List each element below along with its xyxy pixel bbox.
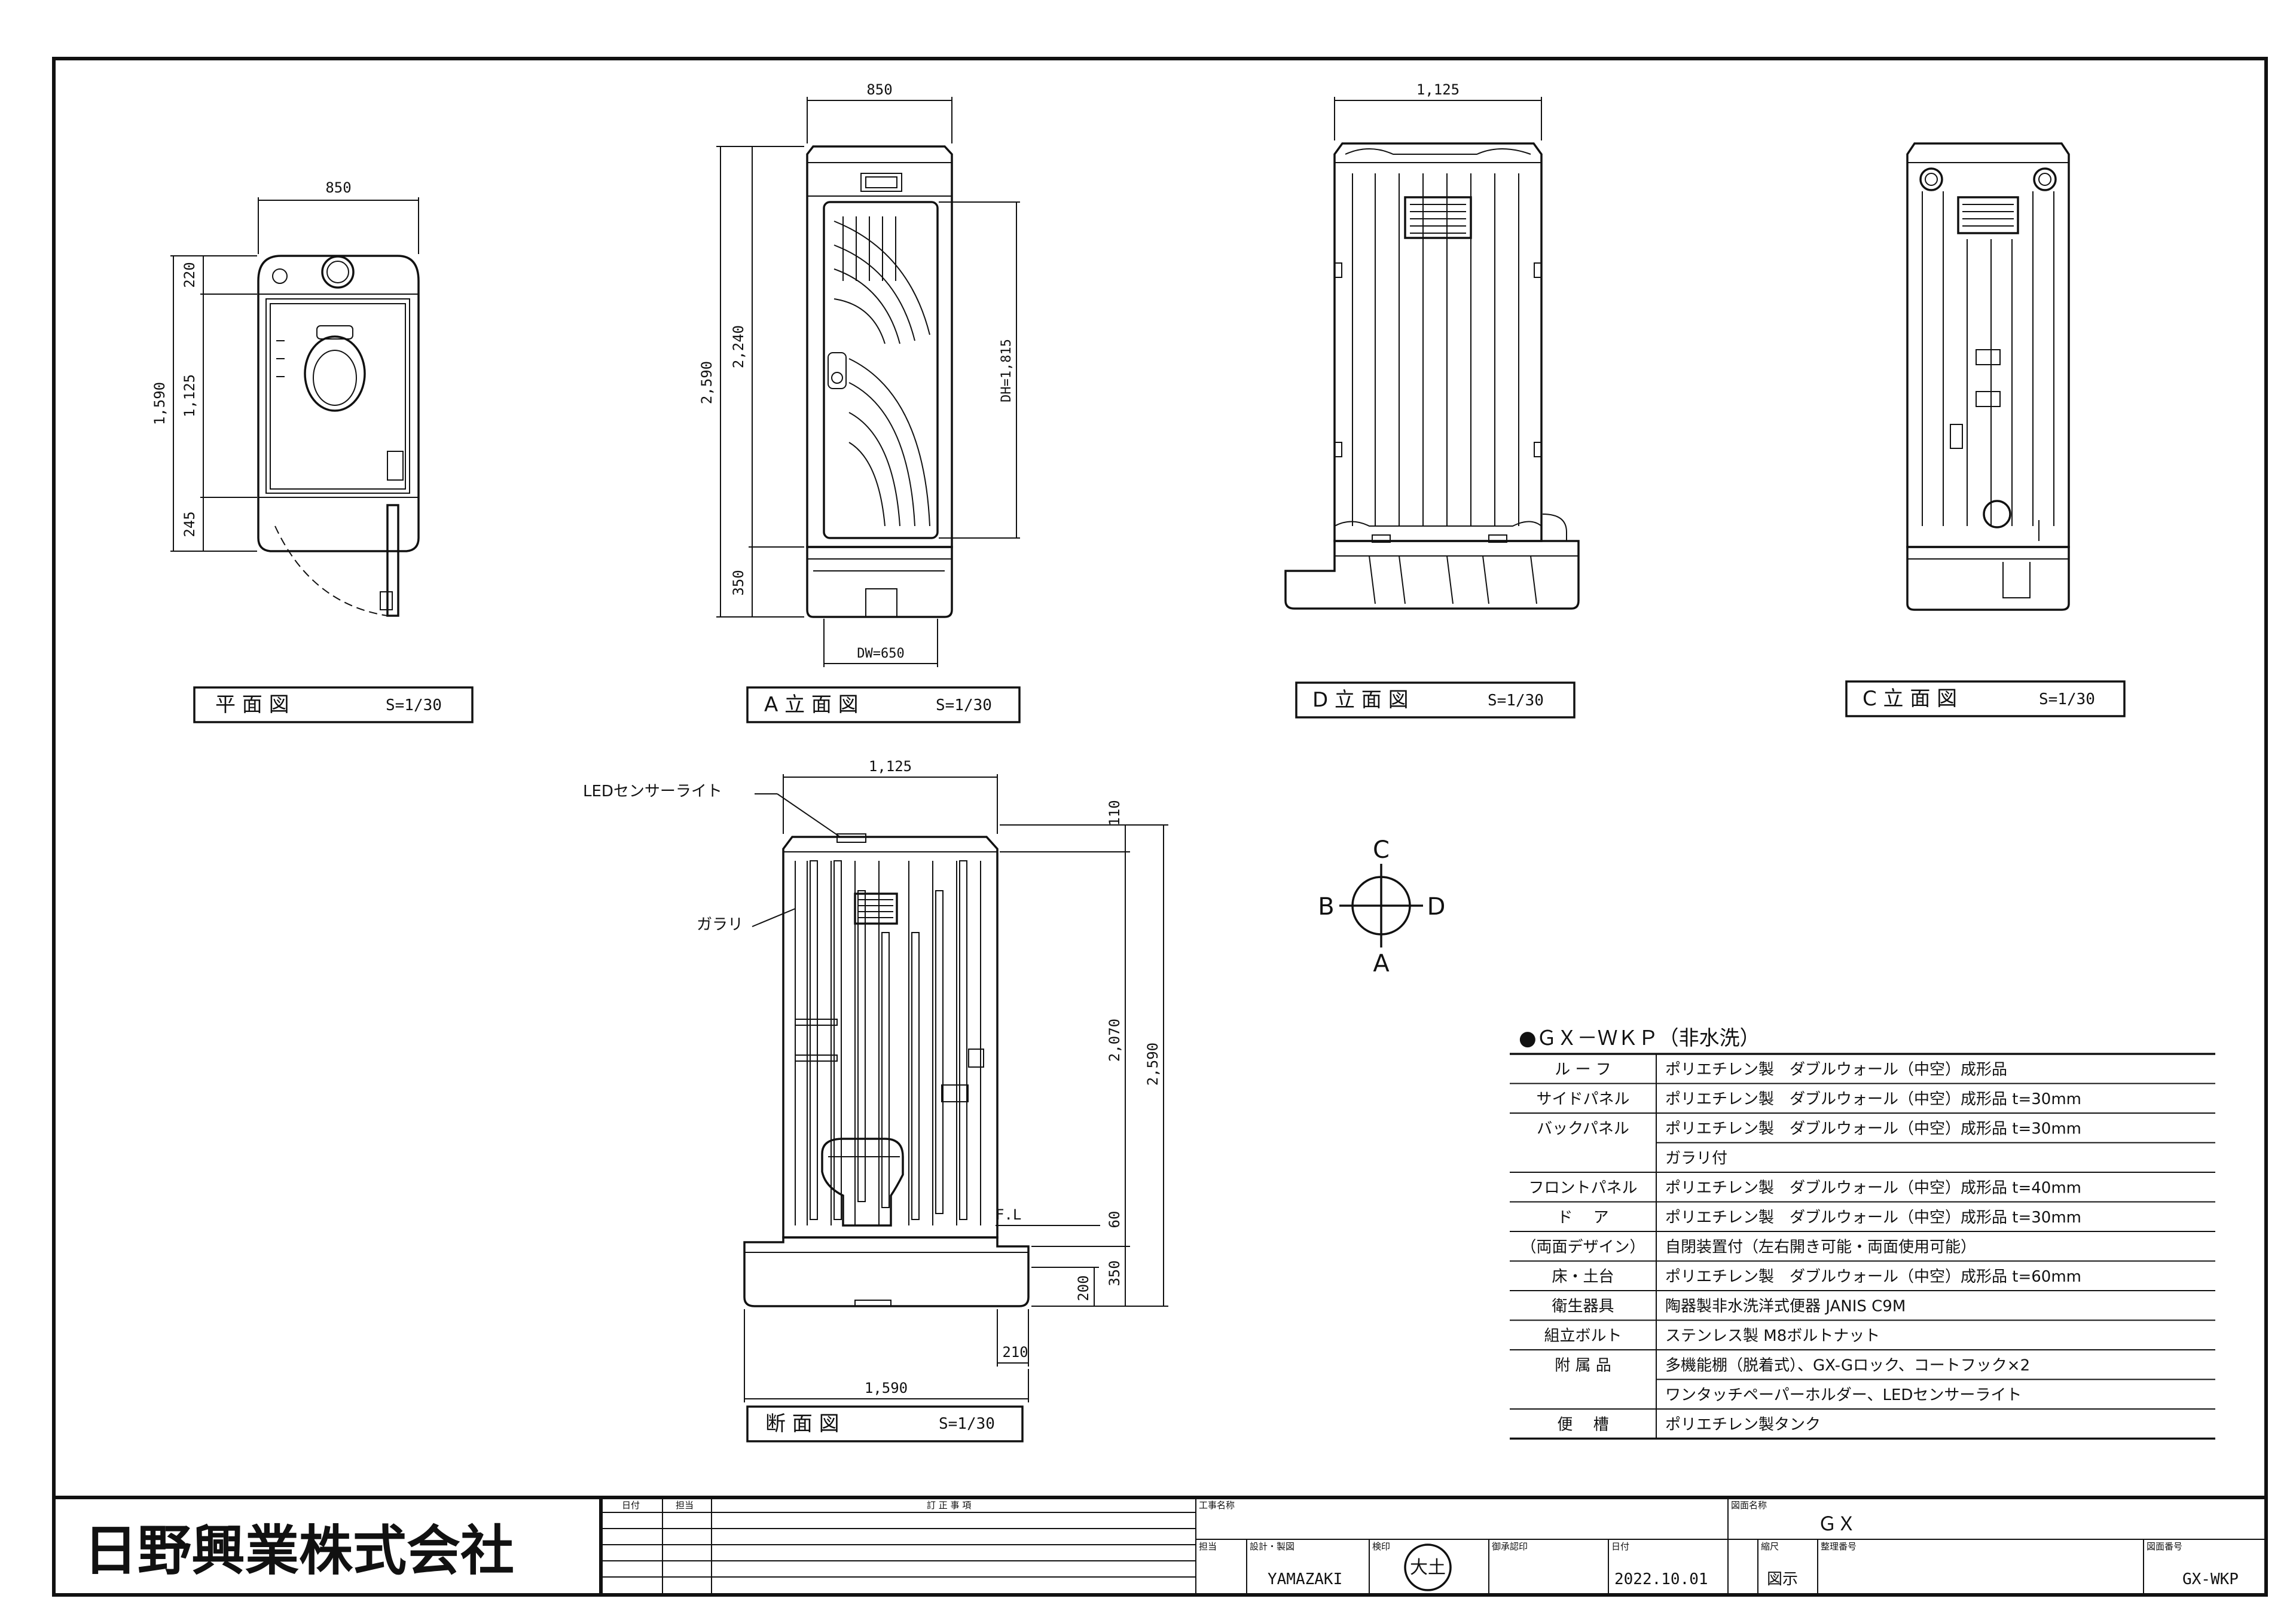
d-elevation: 1,125 D 立 面 図 S=1/30 (1284, 81, 1580, 719)
spec-row-value: 陶器製非水洗洋式便器 JANIS C9M (1665, 1298, 1906, 1316)
spec-row-label: 組立ボルト (1544, 1327, 1622, 1345)
d-width-dim: 1,125 (1416, 81, 1460, 98)
drawing-border (52, 57, 2268, 1597)
compass-a: A (1373, 950, 1390, 977)
plan-bottom-dim: 245 (181, 511, 198, 537)
section-step-dim: 210 (1002, 1344, 1028, 1361)
section-floor-dim: 60 (1106, 1211, 1123, 1228)
spec-row-value: ワンタッチペーパーホルダー、LEDセンサーライト (1665, 1386, 2022, 1404)
spec-table: ●ＧＸ－ＷＫＰ（非水洗） ル ー フポリエチレン製 ダブルウォール（中空）成形品… (1510, 1026, 2215, 1440)
plan-middle-dim: 1,125 (181, 374, 198, 417)
inspection-stamp (1404, 1543, 1452, 1591)
spec-row-label: 便 槽 (1557, 1416, 1608, 1434)
drawing-no-label: 図面番号 (2147, 1541, 2182, 1552)
plan-width-dim: 850 (325, 179, 351, 196)
a-total-dim: 2,590 (698, 361, 715, 404)
spec-row-value: ガラリ付 (1665, 1150, 1727, 1167)
compass-b: B (1318, 893, 1334, 921)
compass-c: C (1373, 836, 1390, 864)
spec-row-label: 衛生器具 (1552, 1298, 1614, 1316)
section-total-dim: 2,590 (1144, 1043, 1161, 1086)
approve-label: 御承認印 (1492, 1541, 1528, 1552)
spec-row-value: ポリエチレン製 ダブルウォール（中空）成形品 t=30mm (1665, 1120, 2081, 1138)
section-view: LEDセンサーライト ガラリ F.L 1,125 110 2,070 2,590… (583, 758, 1168, 1442)
drawing-number: GX-WKP (2182, 1570, 2239, 1588)
plan-view-label: 平 面 図 (215, 693, 289, 717)
section-view-scale: S=1/30 (939, 1415, 995, 1433)
section-length-dim: 1,590 (865, 1380, 908, 1396)
a-width-dim: 850 (866, 81, 892, 98)
designer-name: YAMAZAKI (1268, 1570, 1342, 1588)
project-label: 工事名称 (1199, 1500, 1235, 1511)
a-door-height-dim: DH=1,815 (999, 339, 1014, 402)
drawing-name-label: 図面名称 (1731, 1500, 1767, 1511)
spec-row-label: 床・土台 (1552, 1268, 1614, 1286)
section-base-inner-dim: 200 (1075, 1275, 1092, 1301)
plan-view: 850 1,590 220 1,125 245 平 面 図 S=1/30 (151, 179, 474, 723)
c-view-label: C 立 面 図 (1863, 687, 1957, 711)
spec-row-label: ド ア (1557, 1209, 1608, 1227)
direction-compass: C A B D (1318, 836, 1445, 977)
inspection-stamp-text: 大土 (1410, 1557, 1446, 1578)
spec-row-value: ポリエチレン製 ダブルウォール（中空）成形品 t=30mm (1665, 1209, 2081, 1227)
spec-row-value: ポリエチレン製 ダブルウォール（中空）成形品 t=60mm (1665, 1268, 2081, 1286)
spec-row-value: ポリエチレン製 ダブルウォール（中空）成形品 t=40mm (1665, 1179, 2081, 1197)
c-view-scale: S=1/30 (2039, 690, 2095, 708)
section-roof-dim: 110 (1106, 800, 1123, 826)
floor-level-label: F.L (996, 1206, 1021, 1223)
spec-row-value: ポリエチレン製 ダブルウォール（中空）成形品 (1665, 1061, 2007, 1079)
plan-top-dim: 220 (181, 262, 198, 288)
c-elevation: C 立 面 図 S=1/30 (1845, 142, 2126, 717)
spec-title: ●ＧＸ－ＷＫＰ（非水洗） (1519, 1026, 1760, 1050)
spec-row-label: 附 属 品 (1555, 1357, 1611, 1375)
section-base-dim: 350 (1106, 1260, 1123, 1286)
drawing-name: ＧＸ (1818, 1512, 1856, 1535)
drawing-scale: 図示 (1767, 1570, 1798, 1588)
in-charge-label: 担当 (1199, 1541, 1217, 1552)
a-base-dim: 350 (730, 570, 747, 595)
date-label: 日付 (1611, 1541, 1629, 1552)
company-name: 日野興業株式会社 (84, 1520, 514, 1582)
d-view-label: D 立 面 図 (1312, 688, 1409, 712)
title-block: 日野興業株式会社 日付 担当 訂 正 事 項 工事名称 図面名称 ＧＸ 担当 設… (54, 1496, 2266, 1595)
spec-row-value: 多機能棚（脱着式）、GX-Gロック、コートフック×2 (1665, 1357, 2030, 1375)
led-light-label: LEDセンサーライト (583, 783, 722, 800)
a-door-width-dim: DW=650 (857, 646, 904, 661)
spec-row-label: ル ー フ (1555, 1061, 1611, 1079)
spec-row-label: サイドパネル (1536, 1090, 1629, 1108)
design-label: 設計・製図 (1250, 1541, 1294, 1552)
a-body-dim: 2,240 (730, 325, 747, 368)
spec-row-label: フロントパネル (1528, 1179, 1637, 1197)
spec-row-value: ポリエチレン製タンク (1665, 1416, 1821, 1434)
section-body-dim: 2,070 (1106, 1019, 1123, 1062)
spec-row-value: ステンレス製 M8ボルトナット (1665, 1327, 1880, 1345)
spec-row-label: （両面デザイン） (1521, 1239, 1645, 1257)
spec-row-label: バックパネル (1537, 1120, 1629, 1138)
louver-label: ガラリ (697, 916, 743, 934)
a-elevation: 850 2,590 2,240 350 DH=1,815 DW=650 A 立 … (698, 81, 1021, 723)
a-view-label: A 立 面 図 (764, 693, 859, 717)
rev-date-header: 日付 (622, 1500, 640, 1511)
plan-view-scale: S=1/30 (386, 696, 442, 714)
spec-row-value: ポリエチレン製 ダブルウォール（中空）成形品 t=30mm (1665, 1090, 2081, 1108)
spec-row-value: 自閉装置付（左右開き可能・両面使用可能） (1665, 1239, 1976, 1257)
drawing-date: 2022.10.01 (1614, 1570, 1708, 1588)
rev-items-header: 訂 正 事 項 (927, 1500, 971, 1511)
inspect-label: 検印 (1372, 1541, 1390, 1552)
rev-person-header: 担当 (676, 1500, 694, 1511)
d-view-scale: S=1/30 (1488, 692, 1544, 710)
plan-total-dim: 1,590 (151, 382, 168, 425)
scale-label: 縮尺 (1761, 1541, 1779, 1552)
a-view-scale: S=1/30 (936, 696, 992, 714)
section-width-dim: 1,125 (869, 758, 912, 775)
compass-d: D (1427, 893, 1446, 921)
mgmt-label: 整理番号 (1821, 1541, 1857, 1552)
section-view-label: 断 面 図 (765, 1412, 839, 1436)
